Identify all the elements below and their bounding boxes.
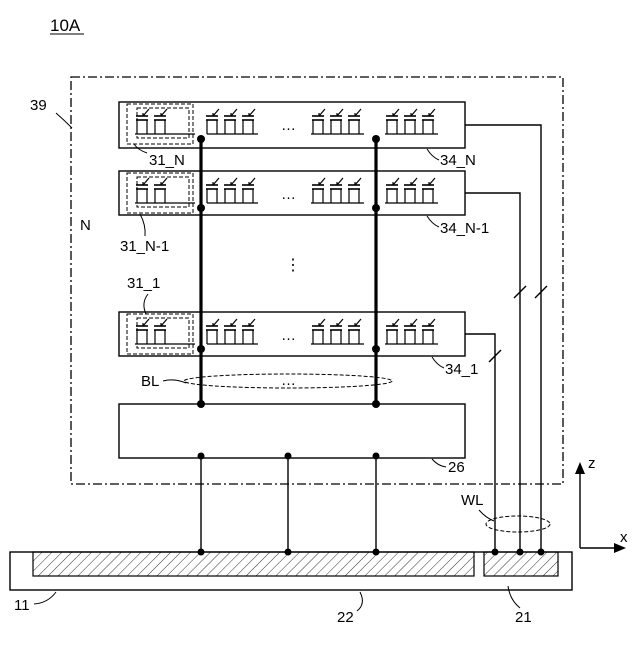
memory-cell-symbol [242,109,255,134]
layer-34-n1-leader [427,216,439,227]
layer-count-label: N [80,217,91,234]
memory-cell-symbol [154,178,167,203]
cell-31-1-leader [144,294,148,314]
memory-cell-symbol [242,178,255,203]
cell-31-n-label: 31_N [149,152,185,169]
axis-x-label: x [620,529,628,546]
axis-z-arrowhead [575,462,585,474]
memory-cell-symbol [386,109,399,134]
memory-cell-symbol [206,178,219,203]
layer-34-1-label: 34_1 [445,361,478,378]
memory-cell-symbol [422,319,435,344]
memory-cell-symbol [422,178,435,203]
memory-cell-symbol [206,319,219,344]
wordline-break-marks [489,286,547,362]
memory-cell-symbol [242,319,255,344]
layer-34-n-label: 34_N [440,152,476,169]
memory-cell-symbol [136,319,149,344]
axis-z-label: z [588,455,596,472]
memory-cell-symbol [330,178,343,203]
memory-cell-symbol [206,109,219,134]
memory-cell-symbol [154,109,167,134]
bitline-ellipsis: … [281,372,296,389]
wordline-label: WL [461,492,484,509]
region-39-label: 39 [30,97,47,114]
layer-34-n1-label: 34_N-1 [440,220,489,237]
region-22-hatched [33,552,474,576]
memory-cell-symbol [224,109,237,134]
substrate-11-leader [34,592,56,604]
memory-cell-symbol [312,178,325,203]
substrate-11-label: 11 [14,597,30,614]
region-22-label: 22 [337,609,354,626]
bitline-leader [163,380,186,383]
layer-34-n-leader [427,149,439,160]
memory-cell-symbol [330,109,343,134]
vertical-ellipsis: ⋮ [285,257,301,274]
wordline-leader [479,510,494,521]
memory-cell-symbol [136,178,149,203]
memory-cell-symbol [312,109,325,134]
memory-cell-symbol [386,178,399,203]
figure-label: 10A [50,16,81,35]
circuit-26-box [119,404,465,458]
layer-34-1-leader [432,357,444,368]
layer-34-n-ellipsis: … [281,117,296,134]
memory-cell-symbol [312,319,325,344]
region-22-leader [357,592,362,611]
memory-cell-symbol [154,319,167,344]
memory-cell-symbol [348,178,361,203]
memory-cell-symbol [224,178,237,203]
circuit-26-label: 26 [448,459,465,476]
region-21-label: 21 [515,609,532,626]
memory-cell-symbol [224,319,237,344]
memory-cell-symbol [404,109,417,134]
memory-cell-symbol [348,319,361,344]
circuit-26-leader [432,459,446,467]
cell-31-1-label: 31_1 [127,275,160,292]
memory-cell-symbol [422,109,435,134]
memory-cell-symbol [404,319,417,344]
memory-cell-symbol [386,319,399,344]
cell-31-n1-label: 31_N-1 [120,238,169,255]
layer-34-n1-ellipsis: … [281,186,296,203]
region-21-hatched [484,552,558,576]
cell-31-n1-leader [140,214,145,236]
memory-cell-symbol [330,319,343,344]
memory-cell-symbol [348,109,361,134]
bitline-label: BL [141,373,159,390]
region-39-leader [56,113,72,128]
region-21-leader [508,586,520,608]
wordline-n [465,125,541,552]
memory-cell-symbol [404,178,417,203]
memory-cell-symbol [136,109,149,134]
memory-cell-symbols [135,109,438,344]
layer-34-1-ellipsis: … [281,327,296,344]
